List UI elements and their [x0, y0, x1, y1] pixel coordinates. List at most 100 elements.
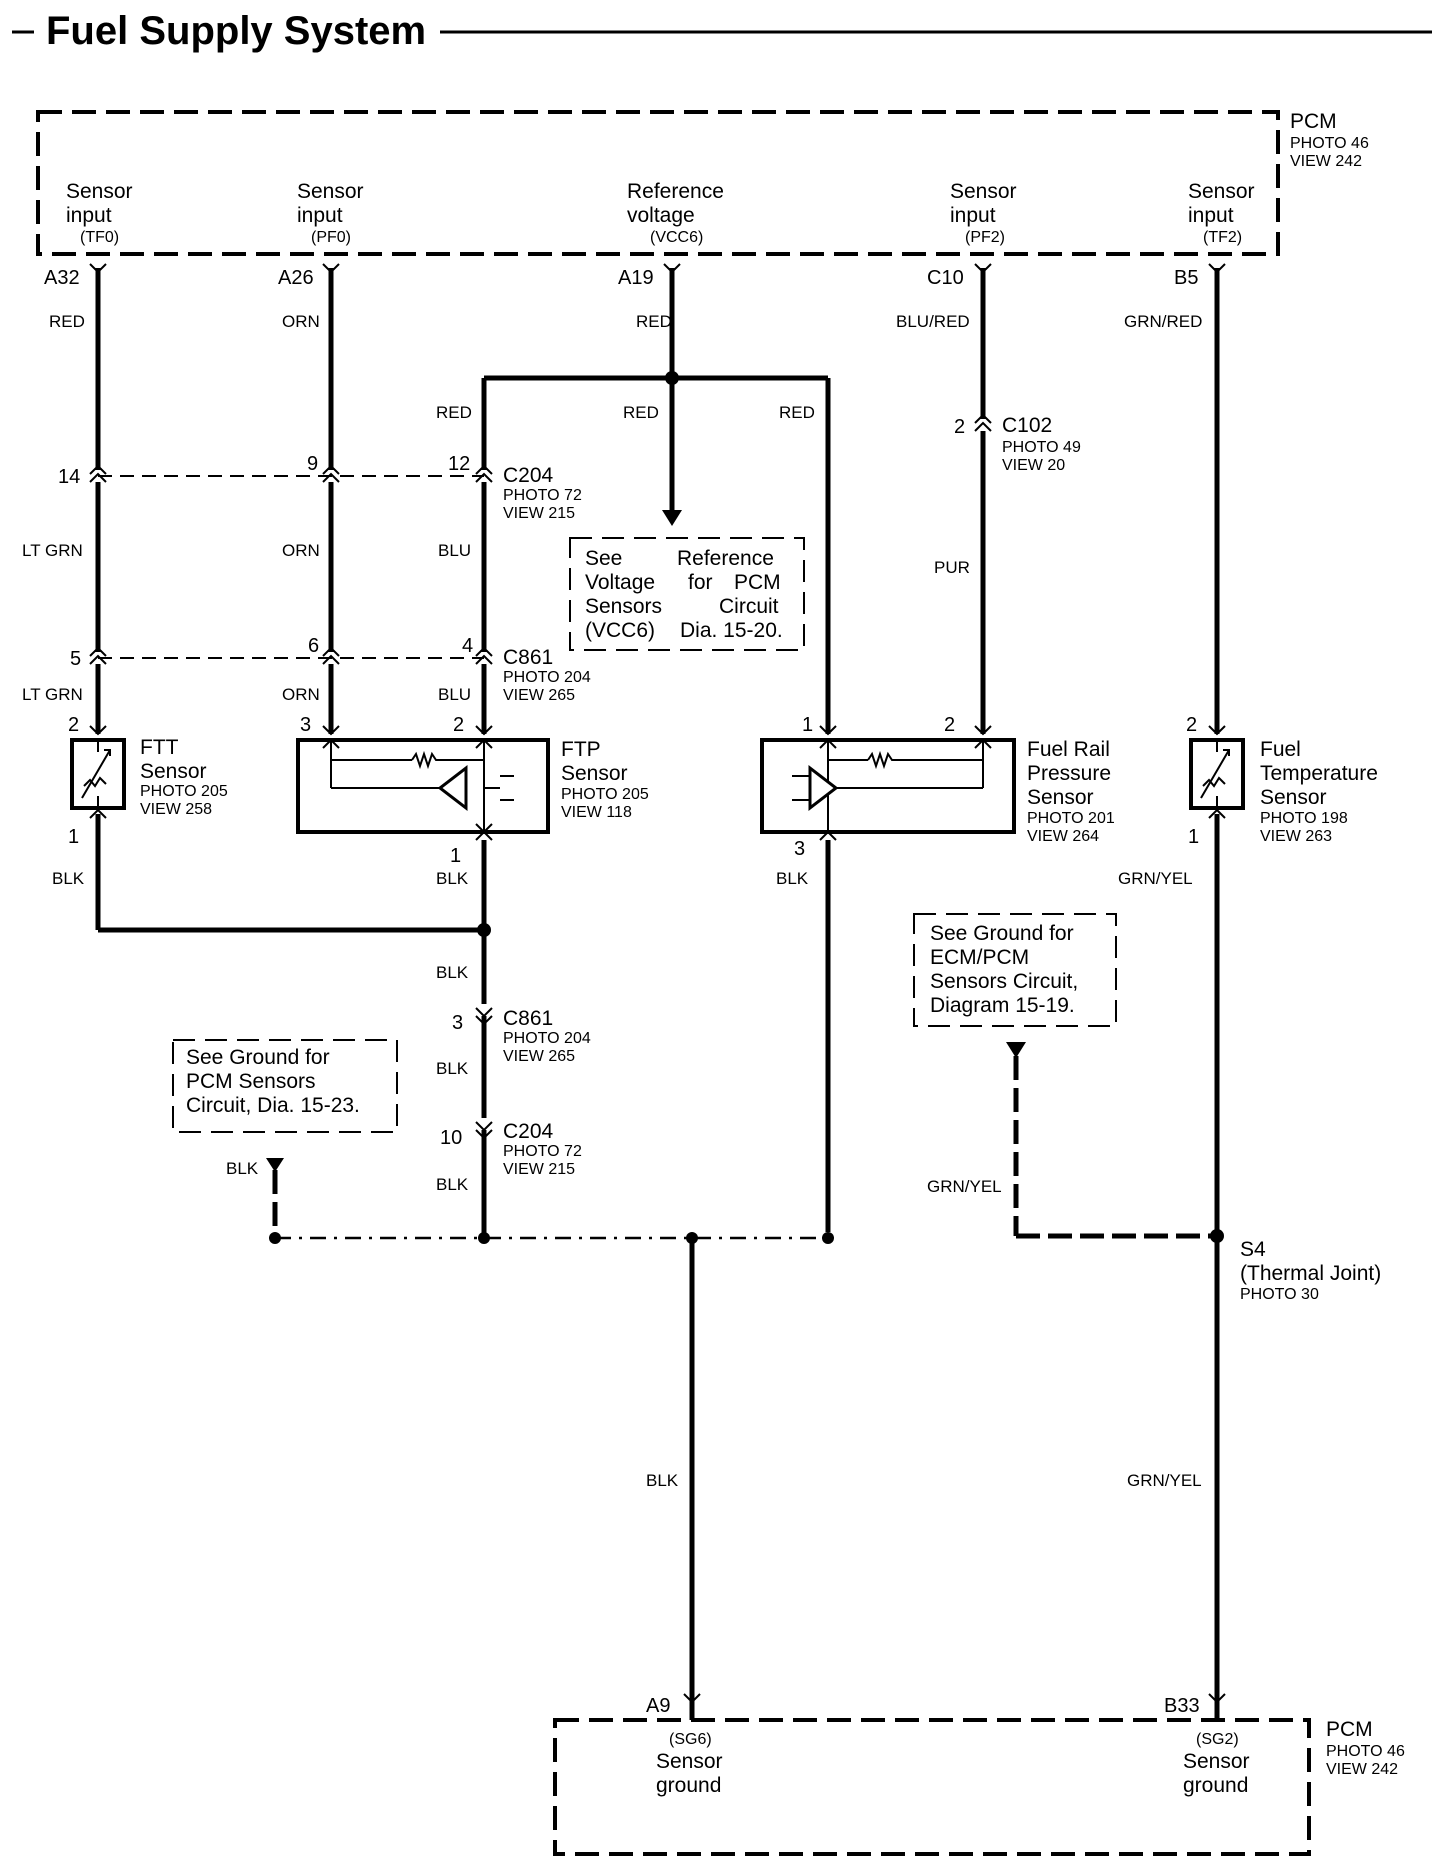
connector-c861 — [89, 646, 493, 665]
pin-b5: B5 — [1174, 267, 1198, 289]
connector-c204 — [89, 464, 493, 483]
wire-label-a32: RED — [49, 312, 85, 331]
term-a32-l1: Sensor — [66, 180, 133, 203]
term-c10-l1: Sensor — [950, 180, 1017, 203]
ftp-pin-bot: 1 — [450, 845, 461, 867]
connector-c861-ground — [475, 1007, 493, 1026]
wire-label-red-mid: RED — [623, 403, 659, 422]
ft-label-1: Fuel — [1260, 738, 1301, 761]
wire-label-blk-note: BLK — [226, 1159, 259, 1178]
note-ground-ecm: See Ground for ECM/PCM Sensors Circuit, … — [913, 913, 1217, 1239]
frp-pin-bot: 3 — [794, 838, 805, 860]
term-a26-l1: Sensor — [297, 180, 364, 203]
c204-pin-12: 12 — [448, 453, 470, 475]
wire-label-grn-yel-ft: GRN/YEL — [1118, 869, 1193, 888]
s4-name: S4 — [1240, 1238, 1266, 1261]
frp-pin-b: 2 — [944, 714, 955, 736]
term-b33-l1: Sensor — [1183, 1750, 1250, 1773]
frp-label-3: Sensor — [1027, 786, 1094, 809]
ft-label-2: Temperature — [1260, 762, 1378, 785]
note-ref-w5: PCM — [734, 571, 781, 594]
note-ground-pcm: See Ground for PCM Sensors Circuit, Dia.… — [172, 1039, 398, 1238]
c861-photo: PHOTO 204 — [503, 669, 591, 686]
note-ref-w7: Circuit — [719, 595, 779, 618]
ftp-pin-b: 2 — [453, 714, 464, 736]
pin-a32: A32 — [44, 267, 80, 289]
ftt-pin-bot: 1 — [68, 826, 79, 848]
wire-label-blu-1: BLU — [438, 541, 471, 560]
ftp-label-1: FTP — [561, 738, 601, 761]
pin-a26: A26 — [278, 267, 314, 289]
wire-label-orn-2: ORN — [282, 685, 320, 704]
wire-label-red-right: RED — [779, 403, 815, 422]
wire-label-pur: PUR — [934, 558, 970, 577]
ftp-label-2: Sensor — [561, 762, 628, 785]
wire-label-c10: BLU/RED — [896, 312, 970, 331]
note-ref-w3: Voltage — [585, 571, 655, 594]
wire-label-grn-yel-b33: GRN/YEL — [1127, 1471, 1202, 1490]
term-a19-l2: voltage — [627, 204, 695, 227]
wire-label-red-left: RED — [436, 403, 472, 422]
c861-pin-5: 5 — [70, 648, 81, 670]
term-a32-sig: (TF0) — [80, 229, 119, 246]
ft-view: VIEW 263 — [1260, 828, 1332, 845]
c204-name: C204 — [503, 464, 554, 487]
term-b5-l1: Sensor — [1188, 180, 1255, 203]
wire-label-blk-bottom: BLK — [436, 1175, 469, 1194]
pcm-top-box: PCM PHOTO 46 VIEW 242 Sensor input (TF0)… — [36, 110, 1369, 256]
wire-label-b5: GRN/RED — [1124, 312, 1202, 331]
note-gnd-pcm-2: PCM Sensors — [186, 1070, 316, 1093]
c861-gnd-view: VIEW 265 — [503, 1048, 575, 1065]
note-ref-w6: Sensors — [585, 595, 662, 618]
pin-a19: A19 — [618, 267, 654, 289]
pcm-bottom-photo: PHOTO 46 — [1326, 1743, 1405, 1760]
term-a26-l2: input — [297, 204, 343, 227]
note-ref-voltage: See Reference Voltage for PCM Sensors Ci… — [569, 537, 805, 651]
c102-name: C102 — [1002, 414, 1052, 437]
term-a19-sig: (VCC6) — [650, 229, 703, 246]
note-ref-w2: Reference — [677, 547, 774, 570]
frp-pin-a: 1 — [802, 714, 813, 736]
s4-desc: (Thermal Joint) — [1240, 1262, 1381, 1285]
note-gnd-ecm-3: Sensors Circuit, — [930, 970, 1078, 993]
pin-b33: B33 — [1164, 1695, 1200, 1717]
c861-view: VIEW 265 — [503, 687, 575, 704]
term-c10-l2: input — [950, 204, 996, 227]
c204-gnd-photo: PHOTO 72 — [503, 1143, 582, 1160]
ftt-sensor — [70, 725, 126, 819]
note-ref-w1: See — [585, 547, 622, 570]
wire-label-blk-c861: BLK — [436, 963, 469, 982]
ftt-photo: PHOTO 205 — [140, 783, 228, 800]
term-b33-sig: (SG2) — [1196, 1731, 1239, 1748]
ft-photo: PHOTO 198 — [1260, 810, 1348, 827]
ftp-pin-a: 3 — [300, 714, 311, 736]
wire-label-blk-a9: BLK — [646, 1471, 679, 1490]
pcm-bottom-view: VIEW 242 — [1326, 1761, 1398, 1778]
diagram-title: Fuel Supply System — [12, 9, 1432, 53]
wire-a26 — [322, 263, 340, 734]
wire-label-blk-frp: BLK — [776, 869, 809, 888]
c204-gnd-name: C204 — [503, 1120, 554, 1143]
ground-bus — [269, 1230, 834, 1702]
c102-view: VIEW 20 — [1002, 457, 1065, 474]
c861-name: C861 — [503, 646, 553, 669]
wire-c10 — [974, 263, 992, 734]
c861-pin-4: 4 — [462, 635, 473, 657]
ftp-view: VIEW 118 — [561, 804, 632, 821]
note-gnd-pcm-1: See Ground for — [186, 1046, 330, 1069]
term-a32-l2: input — [66, 204, 112, 227]
term-b5-l2: input — [1188, 204, 1234, 227]
wire-label-grn-yel-note: GRN/YEL — [927, 1177, 1002, 1196]
frp-label-2: Pressure — [1027, 762, 1111, 785]
c204-gnd-view: VIEW 215 — [503, 1161, 575, 1178]
wire-label-blu-2: BLU — [438, 685, 471, 704]
term-c10-sig: (PF2) — [965, 229, 1005, 246]
c204-gnd-pin: 10 — [440, 1127, 462, 1149]
ftt-pin-top: 2 — [68, 714, 79, 736]
c204-photo: PHOTO 72 — [503, 487, 582, 504]
term-b5-sig: (TF2) — [1203, 229, 1242, 246]
note-ref-w4: for — [688, 571, 713, 594]
connector-c102 — [974, 413, 992, 432]
pcm-top-name: PCM — [1290, 110, 1337, 133]
